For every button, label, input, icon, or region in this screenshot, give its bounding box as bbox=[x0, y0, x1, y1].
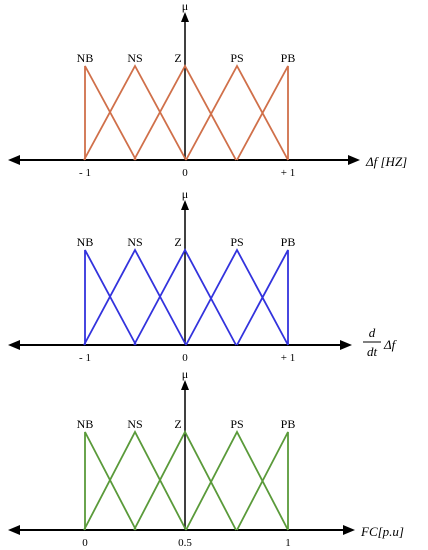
membership-pb bbox=[236, 65, 289, 161]
membership-z bbox=[133, 430, 237, 531]
axis-label-numerator: d bbox=[369, 325, 376, 340]
tick-label: - 1 bbox=[79, 167, 91, 179]
set-label-ps: PS bbox=[230, 235, 243, 249]
membership-ns bbox=[83, 430, 187, 531]
y-axis-arrow bbox=[181, 12, 189, 22]
membership-nb bbox=[84, 249, 137, 346]
set-label-z: Z bbox=[174, 235, 181, 249]
membership-pb bbox=[236, 249, 289, 346]
axis-label: Δf [HZ] bbox=[365, 154, 407, 169]
y-axis-arrow bbox=[181, 380, 189, 390]
x-axis-right-arrow bbox=[343, 525, 355, 535]
tick-label: + 1 bbox=[281, 167, 295, 179]
set-label-nb: NB bbox=[77, 51, 94, 65]
set-label-pb: PB bbox=[281, 51, 296, 65]
set-label-ps: PS bbox=[230, 51, 243, 65]
tick-label: 0 bbox=[182, 167, 188, 179]
x-axis-right-arrow bbox=[348, 155, 360, 165]
membership-nb bbox=[84, 431, 137, 531]
membership-pb bbox=[236, 431, 289, 531]
tick-label: 0 bbox=[182, 352, 188, 364]
mu-symbol: μ bbox=[182, 187, 188, 201]
set-label-ns: NS bbox=[127, 51, 142, 65]
tick-label: 1 bbox=[285, 537, 291, 549]
tick-label: - 1 bbox=[79, 352, 91, 364]
membership-ps bbox=[185, 64, 289, 161]
membership-z bbox=[133, 64, 237, 161]
x-axis-right-arrow bbox=[340, 340, 352, 350]
tick-label: + 1 bbox=[281, 352, 295, 364]
membership-ns bbox=[83, 64, 187, 161]
set-label-nb: NB bbox=[77, 417, 94, 431]
y-axis-arrow bbox=[181, 200, 189, 210]
axis-label: Δf bbox=[383, 337, 398, 352]
tick-label: 0 bbox=[82, 537, 88, 549]
set-label-z: Z bbox=[174, 417, 181, 431]
panel-frequency-deviation-derivative: μNB NS Z PS PB - 1 0 + 1 d dt Δf bbox=[8, 187, 398, 364]
membership-nb bbox=[84, 65, 137, 161]
set-label-ns: NS bbox=[127, 235, 142, 249]
panel-frequency-deviation: μNB NS Z PS PB - 1 0 + 1 Δf [HZ] bbox=[8, 0, 407, 179]
panel-fuel-command: μNB NS Z PS PB 0 0.5 1 FC[p.u] bbox=[8, 367, 404, 549]
set-label-nb: NB bbox=[77, 235, 94, 249]
set-label-pb: PB bbox=[281, 417, 296, 431]
set-label-ns: NS bbox=[127, 417, 142, 431]
mu-symbol: μ bbox=[182, 0, 188, 13]
x-axis-left-arrow bbox=[8, 340, 20, 350]
axis-label: FC[p.u] bbox=[360, 524, 404, 539]
membership-z bbox=[133, 248, 237, 346]
membership-ps bbox=[185, 248, 289, 346]
membership-ps bbox=[185, 430, 289, 531]
x-axis-left-arrow bbox=[8, 155, 20, 165]
axis-label-denominator: dt bbox=[367, 344, 378, 359]
set-label-z: Z bbox=[174, 51, 181, 65]
x-axis-left-arrow bbox=[8, 525, 20, 535]
mu-symbol: μ bbox=[182, 367, 188, 381]
set-label-ps: PS bbox=[230, 417, 243, 431]
membership-ns bbox=[83, 248, 187, 346]
set-label-pb: PB bbox=[281, 235, 296, 249]
tick-label: 0.5 bbox=[178, 537, 192, 549]
